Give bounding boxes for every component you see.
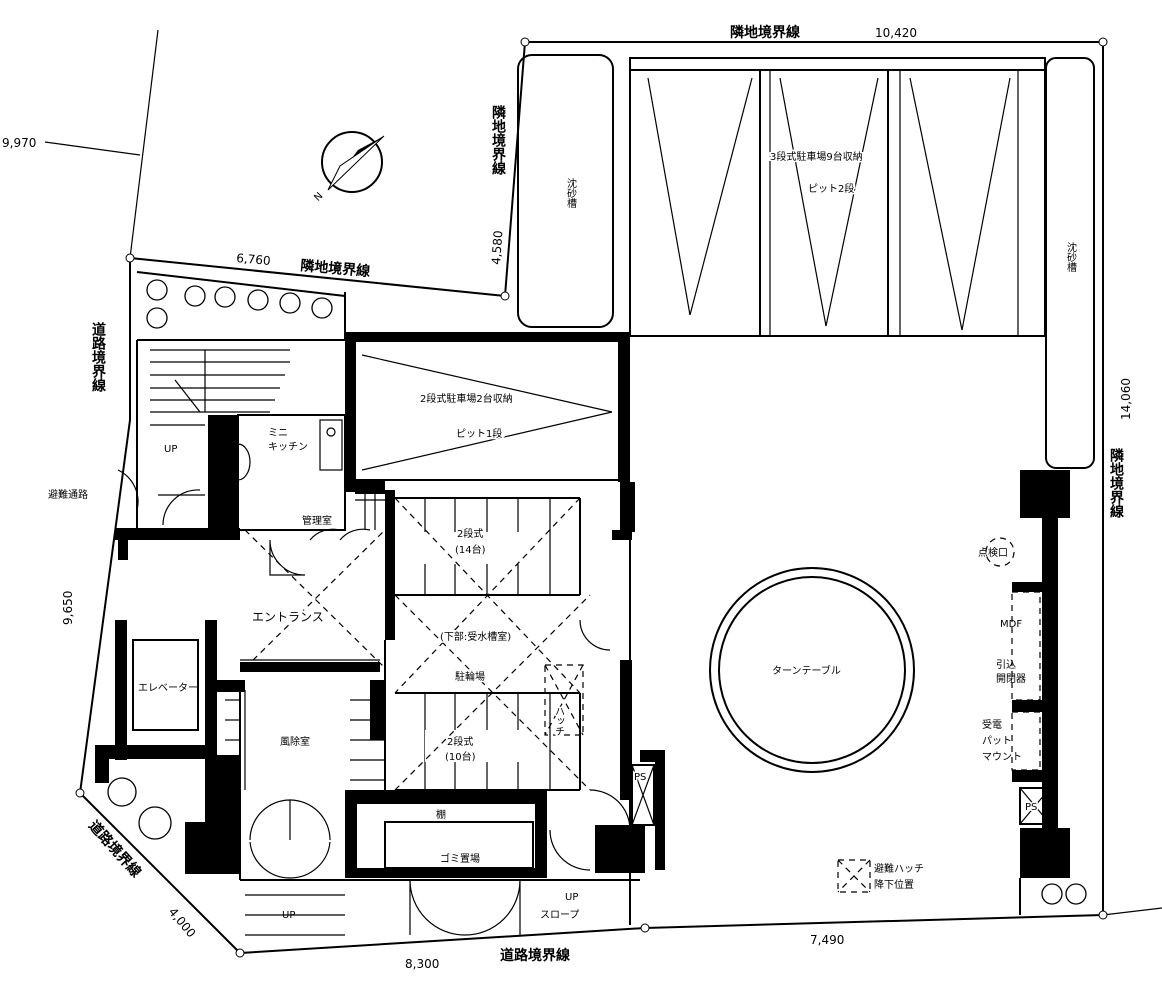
dim-stair-band: 4,580 — [489, 230, 505, 265]
dim-top: 10,420 — [875, 26, 917, 40]
svg-text:棚: 棚 — [436, 808, 446, 821]
svg-text:ターンテーブル: ターンテーブル — [772, 664, 841, 677]
hatch: ハッチ — [544, 664, 584, 738]
thin-walls — [136, 271, 1021, 925]
svg-text:エレベーター: エレベーター — [138, 682, 198, 694]
tree-icons — [107, 279, 1087, 905]
svg-text:N: N — [312, 191, 325, 204]
svg-text:2段式駐車場2台収納: 2段式駐車場2台収納 — [420, 392, 513, 405]
parking-2tier-10: 2段式 (10台) — [424, 693, 551, 790]
walls — [95, 332, 1070, 878]
north-arrow-icon: N — [312, 131, 385, 204]
svg-text:MDF: MDF — [1000, 619, 1022, 630]
boundary-adjacent-top: 隣地境界線 — [730, 24, 800, 41]
dim-bottom-mid: 8,300 — [405, 957, 439, 971]
parking-2tier-14: 2段式 (14台) — [405, 498, 551, 595]
svg-text:ゴミ置場: ゴミ置場 — [440, 852, 480, 865]
svg-text:管理室: 管理室 — [302, 514, 332, 527]
svg-text:キッチン: キッチン — [268, 441, 308, 453]
turntable: ターンテーブル — [709, 567, 915, 773]
svg-text:ピット1段: ピット1段 — [456, 427, 502, 440]
room-water-tank: (下部:受水槽室) — [440, 630, 511, 643]
boundary-road-bottom: 道路境界線 — [500, 947, 570, 964]
parking-2tier-top: 2段式駐車場2台収納 ピット1段 — [354, 339, 626, 481]
slope-label: スロープ — [540, 909, 579, 921]
svg-text:ミニ: ミニ — [268, 428, 288, 439]
svg-text:沈砂槽: 沈砂槽 — [565, 177, 577, 209]
svg-text:引込: 引込 — [996, 659, 1016, 671]
svg-text:マウント: マウント — [982, 751, 1022, 763]
stairs: UP — [117, 349, 290, 526]
svg-text:ピット2段: ピット2段 — [808, 182, 854, 195]
dim-bottom-left: 4,000 — [166, 905, 199, 940]
boundary-road-left: 道路境界線 — [90, 321, 106, 393]
dim-right: 14,060 — [1119, 378, 1133, 420]
room-garbage: 棚 ゴミ置場 — [384, 808, 534, 869]
dashed-diagonals — [244, 497, 591, 791]
svg-text:パット: パット — [982, 735, 1012, 747]
dim-far-left: 9,970 — [2, 136, 36, 150]
boundary-adjacent-left-top: 隣地境界線 — [300, 257, 371, 280]
evac-hatch: 避難ハッチ 降下位置 — [837, 859, 924, 893]
svg-text:3段式駐車場9台収納: 3段式駐車場9台収納 — [770, 150, 863, 163]
room-windbreak: 風除室 — [225, 690, 385, 879]
room-elevator: エレベーター — [132, 639, 199, 731]
evac-path-label: 避難通路 — [48, 488, 88, 501]
dim-left-mid: 9,650 — [61, 591, 75, 625]
dim-bottom-right: 7,490 — [810, 933, 844, 947]
svg-text:エントランス: エントランス — [252, 610, 324, 624]
room-manager: 管理室 ミニ キッチン — [225, 414, 371, 576]
sump-tank-right: 沈砂槽 — [1045, 57, 1095, 469]
up-stair-label: UP — [164, 444, 177, 455]
bottom-entry: UP UP スロープ — [245, 619, 631, 936]
boundary-adjacent-vertical: 隣地境界線 — [490, 104, 506, 176]
room-entrance: エントランス — [240, 608, 380, 661]
svg-text:(14台): (14台) — [455, 543, 486, 556]
up-bottom-left-label: UP — [282, 910, 295, 921]
svg-text:避難ハッチ: 避難ハッチ — [874, 862, 924, 875]
svg-text:受電: 受電 — [982, 719, 1002, 731]
dim-left-top: 6,760 — [236, 251, 271, 268]
svg-text:PS: PS — [634, 772, 646, 783]
site-boundary — [44, 29, 1162, 958]
svg-text:2段式: 2段式 — [457, 527, 483, 540]
svg-text:沈砂槽: 沈砂槽 — [1065, 241, 1077, 273]
room-parking-main: 駐輪場 — [455, 670, 485, 683]
parking-3tier: 3段式駐車場9台収納 ピット2段 — [629, 57, 1046, 337]
right-equipment: 点検口 MDF 引込 開閉器 受電 パット マウント PS PS — [631, 537, 1051, 826]
svg-text:(10台): (10台) — [445, 750, 476, 763]
svg-text:点検口: 点検口 — [978, 546, 1008, 559]
svg-text:2段式: 2段式 — [447, 735, 473, 748]
boundary-adjacent-right: 隣地境界線 — [1108, 447, 1124, 519]
svg-text:開閉器: 開閉器 — [996, 673, 1026, 685]
sump-tank-left: 沈砂槽 — [517, 54, 614, 328]
svg-text:ハッチ: ハッチ — [553, 706, 565, 736]
svg-text:降下位置: 降下位置 — [874, 878, 914, 891]
svg-text:PS: PS — [1025, 802, 1037, 813]
svg-text:風除室: 風除室 — [280, 735, 310, 748]
up-slope-label: UP — [565, 892, 578, 903]
